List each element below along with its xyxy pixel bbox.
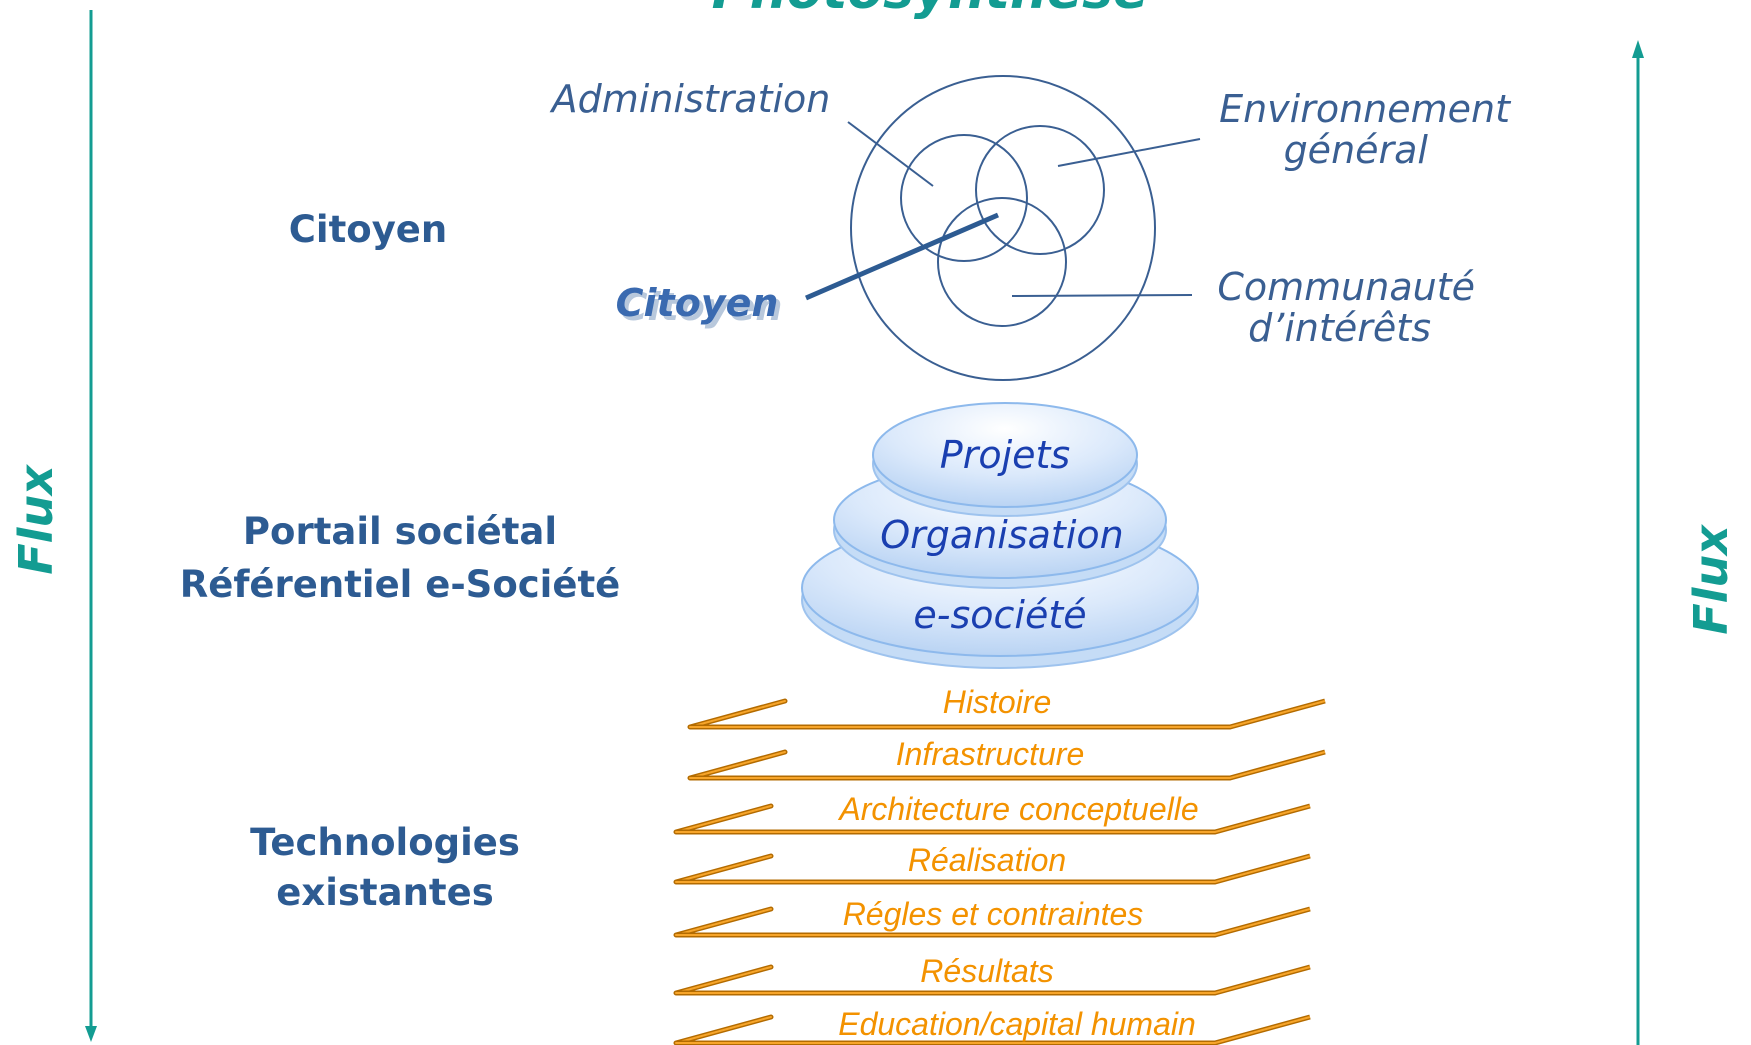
layer-plane: Résultats bbox=[673, 953, 1311, 996]
venn-label-general: général bbox=[1284, 128, 1429, 172]
layer-label: Résultats bbox=[920, 953, 1053, 989]
disc-projets bbox=[872, 402, 1138, 517]
venn-label-interets: d’intérêts bbox=[1248, 306, 1431, 350]
section-label-existantes: existantes bbox=[276, 871, 493, 914]
outer-circle bbox=[850, 75, 1156, 381]
flux-label-right: Flux bbox=[1684, 524, 1738, 635]
layer-plane: Histoire bbox=[687, 684, 1326, 730]
venn-label-administration: Administration bbox=[549, 77, 831, 121]
disc-label-projets: Projets bbox=[940, 433, 1070, 477]
layer-plane: Infrastructure bbox=[687, 736, 1326, 781]
layer-label: Réalisation bbox=[908, 842, 1066, 878]
layer-label: Architecture conceptuelle bbox=[837, 791, 1198, 827]
layer-label: Histoire bbox=[943, 684, 1051, 720]
disc-stack bbox=[801, 402, 1199, 669]
disc-label-organisation: Organisation bbox=[880, 513, 1123, 557]
citoyen-pointer bbox=[805, 212, 999, 301]
disc-label-e-societe: e-société bbox=[913, 593, 1086, 637]
section-label-portail: Portail sociétal bbox=[243, 510, 557, 553]
circle-communaute bbox=[937, 197, 1067, 327]
venn-label-environnement: Environnement bbox=[1219, 87, 1512, 131]
venn-diagram bbox=[850, 75, 1156, 381]
layer-label: Education/capital humain bbox=[838, 1006, 1196, 1042]
layer-plane: Education/capital humain bbox=[673, 1006, 1311, 1045]
section-label-technologies: Technologies bbox=[250, 821, 520, 864]
venn-label-communaute: Communauté bbox=[1217, 265, 1475, 309]
layer-label: Régles et contraintes bbox=[843, 896, 1144, 932]
layer-label: Infrastructure bbox=[896, 736, 1085, 772]
flux-label-left: Flux bbox=[9, 464, 63, 575]
section-label-referentiel: Référentiel e-Société bbox=[180, 563, 621, 606]
layer-plane: Régles et contraintes bbox=[673, 896, 1311, 938]
venn-label-citoyen-shadow: Citoyen bbox=[620, 285, 783, 329]
venn-leader-lines bbox=[847, 121, 1201, 297]
layer-plane: Architecture conceptuelle bbox=[673, 791, 1311, 835]
layer-plane: Réalisation bbox=[673, 842, 1311, 885]
section-label-citoyen: Citoyen bbox=[289, 208, 448, 251]
diagram-title: Photosynthèse bbox=[712, 0, 1149, 21]
flux-arrow-right bbox=[1632, 40, 1644, 1045]
circle-environnement bbox=[975, 125, 1105, 255]
circle-administration bbox=[900, 134, 1028, 262]
flux-arrow-left bbox=[85, 10, 97, 1042]
venn-label-citoyen: Citoyen bbox=[616, 281, 779, 325]
